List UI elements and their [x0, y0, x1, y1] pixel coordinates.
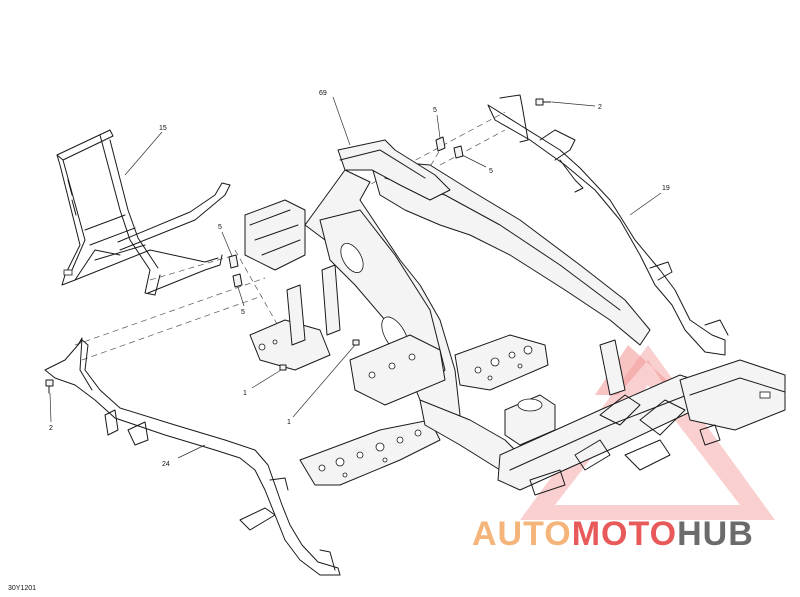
callout-24: 24 [162, 461, 170, 468]
callout-2-left: 2 [49, 425, 53, 432]
callout-69: 69 [319, 90, 327, 97]
callout-5-left-lower: 5 [241, 309, 245, 316]
watermark-hub: HUB [677, 515, 754, 553]
clip-icon [453, 145, 464, 159]
clip-icon [232, 273, 243, 288]
callout-15: 15 [159, 125, 167, 132]
bolt-icon [279, 364, 287, 371]
bolt-icon [535, 98, 552, 106]
watermark-auto: AUTO [472, 515, 572, 553]
callout-5-left-upper: 5 [218, 224, 222, 231]
right-side-rail [487, 94, 729, 356]
watermark-text: AUTOMOTOHUB [472, 515, 754, 553]
bolt-icon [45, 379, 54, 394]
callout-1-center: 1 [287, 419, 291, 426]
callout-19: 19 [662, 185, 670, 192]
svg-text:AUTOMOTOHUB: AUTOMOTOHUB [472, 515, 754, 553]
callout-5-top: 5 [433, 107, 437, 114]
clip-icon [435, 136, 446, 152]
diagram-code: 30Y1201 [8, 585, 36, 592]
clip-icon [228, 254, 239, 269]
left-side-rail [44, 337, 341, 576]
callout-5-right: 5 [489, 168, 493, 175]
fasteners [45, 98, 552, 394]
seat-support-frame [56, 129, 231, 296]
leader-lines [49, 96, 662, 459]
bolt-icon [352, 339, 360, 346]
callout-1-left: 1 [243, 390, 247, 397]
main-frame [244, 139, 786, 496]
watermark-moto: MOTO [572, 515, 677, 553]
callout-2-top: 2 [598, 104, 602, 111]
callouts: 69 15 19 24 2 2 5 5 5 5 1 1 [49, 90, 670, 468]
